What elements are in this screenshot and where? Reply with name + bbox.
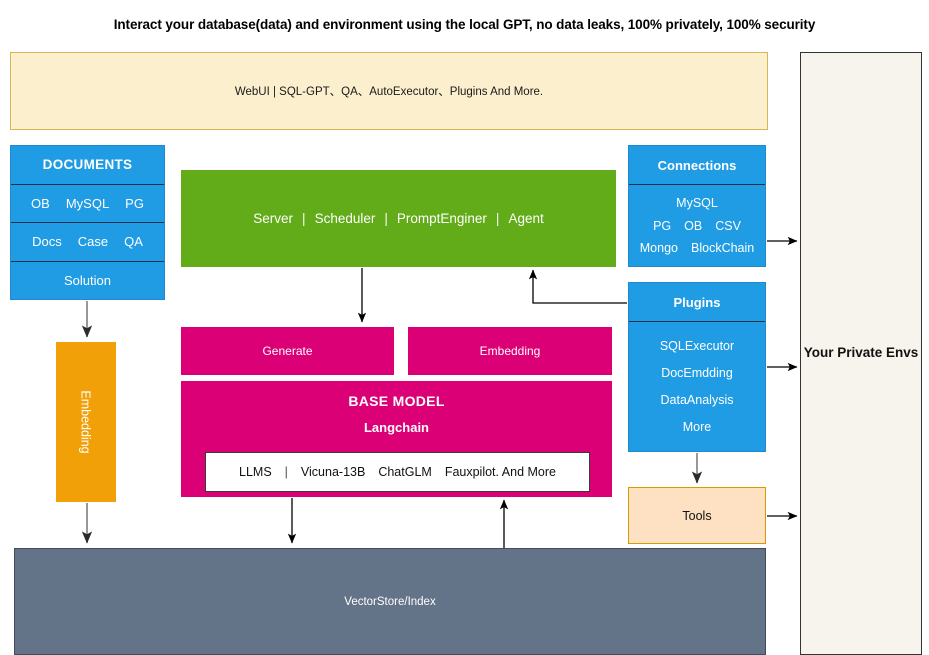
vectorstore-block: VectorStore/Index: [14, 548, 766, 655]
generate-block: Generate: [181, 327, 394, 375]
llms-separator: |: [284, 465, 288, 479]
generate-label: Generate: [262, 344, 313, 358]
documents-item-qa: QA: [124, 234, 143, 250]
embedding-label: Embedding: [479, 344, 541, 358]
llms-item-vicuna: Vicuna-13B: [300, 465, 366, 479]
documents-header: DOCUMENTS: [42, 157, 133, 173]
private-envs-label: Your Private Envs: [803, 345, 919, 361]
tools-block: Tools: [628, 487, 766, 544]
tools-label: Tools: [682, 508, 712, 523]
base-model-block: BASE MODEL Langchain LLMS | Vicuna-13B C…: [181, 381, 612, 497]
llms-item-fauxpilot: Fauxpilot. And More: [444, 465, 556, 479]
documents-item-case: Case: [77, 234, 109, 250]
page-title: Interact your database(data) and environ…: [113, 17, 816, 32]
connections-item-csv: CSV: [715, 218, 741, 233]
connections-item-mysql: MySQL: [676, 196, 718, 211]
connections-panel: Connections MySQL PG OB CSV Mongo BlockC…: [628, 145, 766, 267]
plugins-panel: Plugins SQLExecutor DocEmdding DataAnaly…: [628, 282, 766, 452]
vectorstore-label: VectorStore/Index: [344, 595, 436, 608]
connections-row-2: PG OB CSV: [653, 219, 741, 233]
llms-item-chatglm: ChatGLM: [378, 465, 432, 479]
server-item-promptenginer: PromptEnginer: [396, 211, 487, 226]
server-separator-2: |: [384, 211, 388, 226]
documents-row-content: Docs Case QA: [11, 222, 164, 261]
base-model-framework: Langchain: [363, 420, 429, 435]
server-item-server: Server: [253, 211, 294, 226]
embedding-vertical-block: Embedding: [56, 342, 116, 502]
plugins-item-dataanalysis: DataAnalysis: [660, 393, 734, 407]
documents-item-pg: PG: [125, 195, 144, 211]
webui-banner: WebUI | SQL-GPT、QA、AutoExecutor、Plugins …: [10, 52, 768, 130]
documents-item-mysql: MySQL: [65, 195, 110, 211]
server-separator-1: |: [302, 211, 306, 226]
embedding-block: Embedding: [408, 327, 612, 375]
connections-item-pg: PG: [653, 218, 672, 233]
documents-item-docs: Docs: [32, 234, 62, 250]
connections-body: MySQL PG OB CSV Mongo BlockChain: [629, 185, 765, 266]
connections-item-mongo: Mongo: [639, 240, 678, 255]
webui-label: WebUI | SQL-GPT、QA、AutoExecutor、Plugins …: [234, 86, 544, 98]
embedding-vertical-label: Embedding: [79, 390, 93, 454]
connections-item-blockchain: BlockChain: [691, 240, 755, 255]
plugins-item-more: More: [682, 420, 712, 434]
documents-row-databases: OB MySQL PG: [11, 183, 164, 223]
plugins-body: SQLExecutor DocEmdding DataAnalysis More: [629, 322, 765, 451]
documents-item-solution: Solution: [64, 272, 111, 288]
documents-item-ob: OB: [31, 195, 50, 211]
documents-panel: DOCUMENTS OB MySQL PG Docs Case QA Solut…: [10, 145, 165, 300]
server-services-bar: Server | Scheduler | PromptEnginer | Age…: [181, 170, 616, 267]
plugins-item-docemdding: DocEmdding: [661, 366, 733, 380]
connections-row-1: MySQL: [676, 196, 718, 210]
arrow-plugins-to-server: [528, 269, 627, 304]
documents-row-solution: Solution: [11, 260, 164, 300]
server-separator-3: |: [495, 211, 500, 226]
llms-prefix: LLMS: [239, 465, 272, 479]
connections-item-ob: OB: [684, 218, 703, 233]
llms-strip: LLMS | Vicuna-13B ChatGLM Fauxpilot. And…: [205, 452, 590, 492]
server-item-agent: Agent: [508, 211, 544, 226]
plugins-header: Plugins: [629, 283, 765, 322]
server-services-list: Server | Scheduler | PromptEnginer | Age…: [253, 211, 543, 226]
connections-row-3: Mongo BlockChain: [640, 241, 754, 255]
private-envs-panel: Your Private Envs: [800, 52, 922, 655]
base-model-title: BASE MODEL: [348, 393, 445, 409]
connections-header: Connections: [629, 146, 765, 185]
plugins-item-sqlexecutor: SQLExecutor: [659, 339, 735, 353]
server-item-scheduler: Scheduler: [314, 211, 376, 226]
